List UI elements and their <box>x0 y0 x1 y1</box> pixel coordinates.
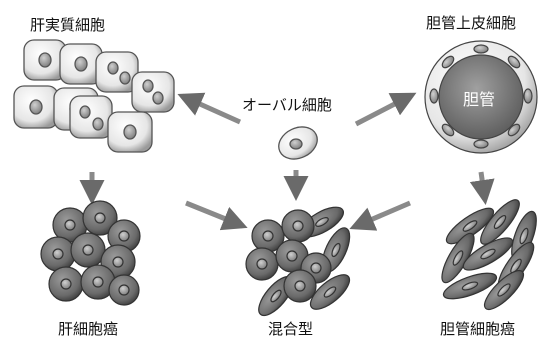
cholangio-cluster <box>436 195 541 315</box>
label-mixed: 混合型 <box>268 318 313 339</box>
label-bile-duct-cell: 胆管上皮細胞 <box>426 12 516 33</box>
oval-cell <box>274 121 323 165</box>
hepatocyte-cluster <box>14 40 174 152</box>
arrow-bileduct-to-mixed <box>354 203 410 227</box>
arrow-bileduct-to-chol <box>481 172 485 200</box>
label-oval-cell: オーバル細胞 <box>242 94 332 115</box>
label-cholangiocarcinoma: 胆管細胞癌 <box>440 318 515 339</box>
mixed-cluster <box>246 201 355 320</box>
label-bile-duct-lumen: 胆管 <box>463 86 495 110</box>
label-hcc: 肝細胞癌 <box>58 318 118 339</box>
arrow-hepatocyte-to-mixed <box>186 203 243 226</box>
arrow-oval-to-hepatocyte <box>182 96 240 122</box>
hcc-cluster <box>41 201 140 305</box>
arrow-oval-to-bileduct <box>356 95 412 124</box>
label-hepatocyte: 肝実質細胞 <box>30 14 105 35</box>
